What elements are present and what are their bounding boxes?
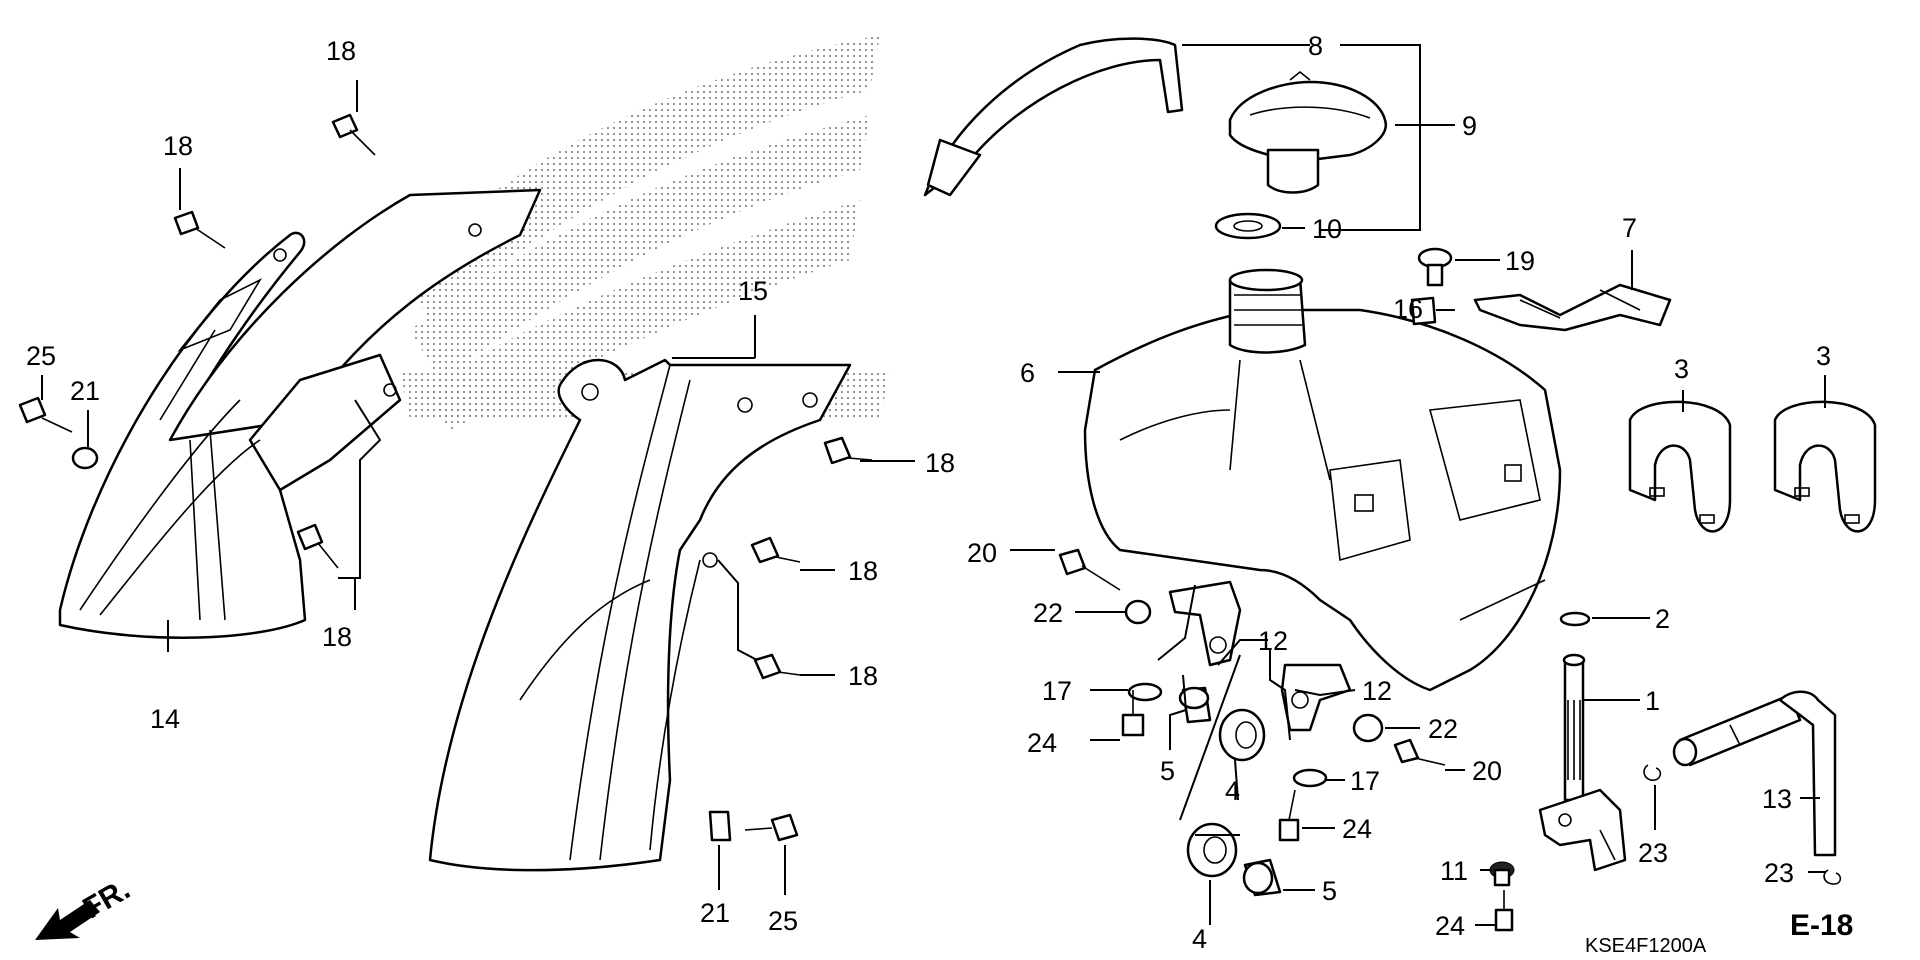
callout-25a: 25 — [26, 341, 56, 371]
callout-13: 13 — [1762, 784, 1792, 814]
fuel-cap-part — [1228, 70, 1387, 194]
callout-6: 6 — [1020, 358, 1035, 388]
callout-23a: 23 — [1638, 838, 1668, 868]
callout-17a: 17 — [1042, 676, 1072, 706]
callout-18a: 18 — [326, 36, 356, 66]
callout-7: 7 — [1622, 213, 1637, 243]
callout-5b: 5 — [1322, 876, 1337, 906]
bolt-24b-part — [1278, 789, 1300, 842]
callout-18d: 18 — [848, 556, 878, 586]
callout-8: 8 — [1308, 31, 1323, 61]
bolt-18f-part — [753, 653, 801, 680]
clip-23a-part — [1643, 764, 1662, 781]
bolt-18a-part — [331, 113, 376, 156]
callout-2: 2 — [1655, 604, 1670, 634]
callout-24b: 24 — [1342, 814, 1372, 844]
collar-5a-part — [1178, 686, 1212, 724]
fuel-tank-part — [1083, 268, 1562, 692]
collar-5b-part — [1242, 858, 1282, 897]
callout-4b: 4 — [1192, 924, 1207, 954]
washer-17a-part — [1127, 682, 1163, 702]
callout-18f: 18 — [322, 622, 352, 652]
grommet-4b-part — [1186, 822, 1238, 878]
callout-12b: 12 — [1362, 676, 1392, 706]
callout-20a: 20 — [967, 538, 997, 568]
breather-tube-part — [923, 37, 1184, 197]
callout-25b: 25 — [768, 906, 798, 936]
callout-11: 11 — [1440, 856, 1468, 886]
washer-21a-part — [71, 446, 99, 470]
callout-14: 14 — [150, 704, 180, 734]
leader-lines — [41, 44, 1826, 926]
screw-11-part — [1489, 861, 1515, 887]
callout-22a: 22 — [1033, 598, 1063, 628]
callout-12a: 12 — [1258, 626, 1288, 656]
bolt-20a-part — [1058, 548, 1121, 591]
callout-18e: 18 — [848, 661, 878, 691]
stay-12b-part — [1280, 663, 1352, 732]
bolt-18d-part — [823, 436, 873, 465]
collar-16-part — [1410, 296, 1437, 326]
front-direction-indicator: FR. — [35, 873, 136, 940]
callout-24a: 24 — [1027, 728, 1057, 758]
washer-22b-part — [1352, 713, 1384, 743]
callout-9: 9 — [1462, 111, 1477, 141]
callout-4a: 4 — [1225, 776, 1240, 806]
callout-21a: 21 — [70, 376, 100, 406]
callout-18c: 18 — [925, 448, 955, 478]
front-arrow-icon — [35, 900, 100, 940]
washer-22a-part — [1124, 599, 1152, 625]
grommet-4a-part — [1218, 708, 1266, 762]
callout-20b: 20 — [1472, 756, 1502, 786]
bolt-24a-part — [1121, 690, 1145, 737]
bolt-20b-part — [1393, 738, 1446, 766]
callout-15: 15 — [738, 276, 768, 306]
page-reference: E-18 — [1790, 909, 1853, 942]
fuel-valve-part — [1538, 653, 1627, 872]
bolt-18e-part — [750, 536, 801, 564]
callout-16: 16 — [1393, 294, 1423, 324]
callout-labels: 8 9 10 19 7 16 6 3 3 15 18 18 18 18 18 1… — [26, 31, 1831, 954]
callout-10: 10 — [1312, 214, 1342, 244]
callout-21b: 21 — [700, 898, 730, 928]
o-ring-2-part — [1559, 611, 1591, 627]
clip-3b-part — [1773, 400, 1877, 533]
callout-23b: 23 — [1764, 858, 1794, 888]
callout-1: 1 — [1645, 686, 1660, 716]
bolt-24c-part — [1494, 890, 1514, 932]
washer-17b-part — [1292, 768, 1328, 788]
tank-band-part — [1473, 283, 1672, 332]
callout-5a: 5 — [1160, 756, 1175, 786]
callout-3b: 3 — [1816, 341, 1831, 371]
clip-3a-part — [1628, 400, 1732, 533]
bolt-19-part — [1417, 247, 1453, 287]
right-shroud-part — [428, 358, 852, 872]
bolt-18b-part — [173, 210, 226, 249]
fuel-tube-part — [1672, 690, 1837, 857]
callout-17b: 17 — [1350, 766, 1380, 796]
clip-23b-part — [1823, 869, 1842, 885]
callout-3a: 3 — [1674, 354, 1689, 384]
callout-24c: 24 — [1435, 911, 1465, 941]
bolt-25a-part — [18, 396, 73, 433]
callout-22b: 22 — [1428, 714, 1458, 744]
diagram-code: KSE4F1200A — [1585, 935, 1707, 957]
cap-washer-part — [1214, 212, 1282, 240]
callout-19: 19 — [1505, 246, 1535, 276]
callout-18b: 18 — [163, 131, 193, 161]
washer-21b-part — [708, 810, 732, 842]
bolt-18c-part — [296, 523, 339, 569]
left-shroud-part — [58, 188, 542, 639]
bolt-25b-part — [744, 813, 799, 842]
